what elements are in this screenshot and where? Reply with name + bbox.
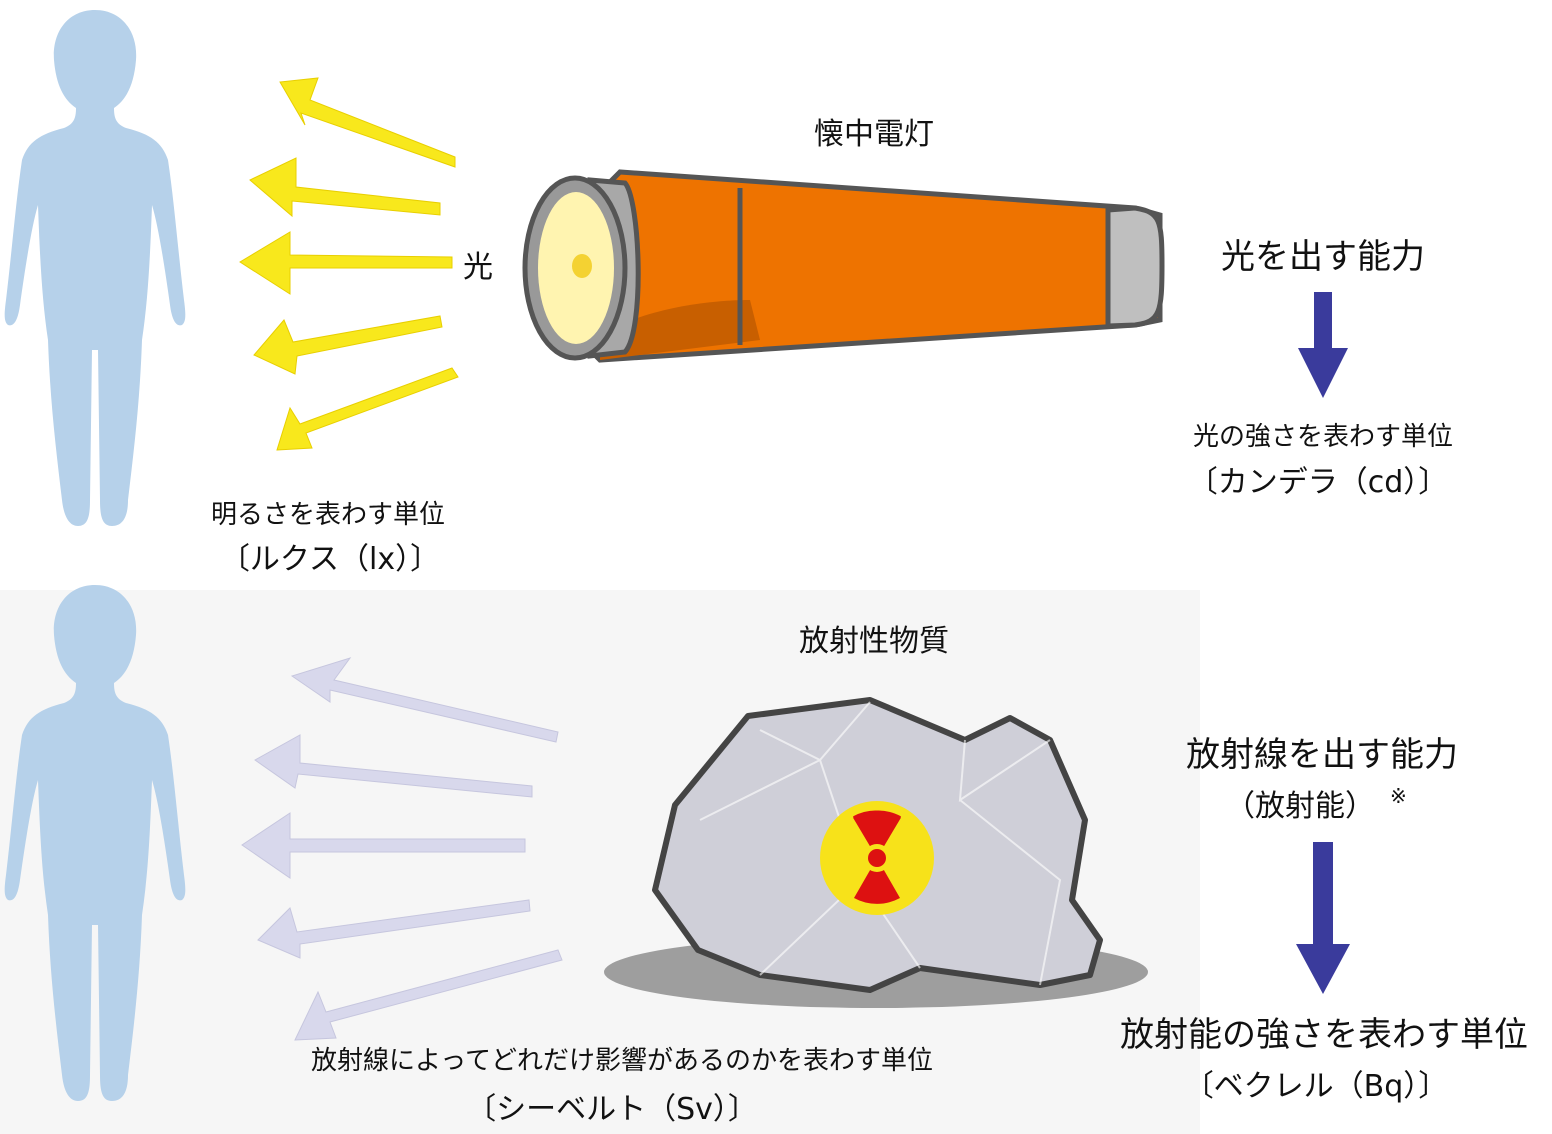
- radioactive-material-label: 放射性物質: [799, 624, 949, 659]
- light-label: 光: [463, 250, 493, 285]
- becquerel-description: 放射能の強さを表わす単位: [1120, 1015, 1528, 1055]
- footnote-mark: ※: [1390, 784, 1407, 808]
- person-silhouette-icon-top: [4, 10, 186, 526]
- sievert-description: 放射線によってどれだけ影響があるのかを表わす単位: [311, 1046, 933, 1076]
- becquerel-unit: 〔ベクレル（Bq）〕: [1183, 1069, 1449, 1104]
- light-ray-arrows: [239, 77, 459, 451]
- radiation-ray-arrows: [241, 657, 563, 1041]
- radioactivity-label: （放射能）: [1225, 789, 1375, 824]
- sievert-unit: 〔シーベルト（Sv）〕: [466, 1092, 758, 1127]
- candela-description: 光の強さを表わす単位: [1192, 422, 1454, 452]
- flashlight-icon: [522, 169, 1165, 363]
- lux-description: 明るさを表わす単位: [210, 500, 446, 530]
- down-arrow-icon-bottom: [1296, 842, 1350, 994]
- flashlight-label: 懐中電灯: [814, 117, 934, 152]
- person-silhouette-icon-bottom: [4, 585, 186, 1101]
- lux-unit: 〔ルクス（lx）〕: [219, 542, 441, 577]
- candela-unit: 〔カンデラ（cd）〕: [1187, 465, 1449, 500]
- light-output-ability: 光を出す能力: [1221, 237, 1425, 277]
- down-arrow-icon-top: [1298, 292, 1348, 398]
- radiation-symbol-icon: [820, 801, 934, 915]
- radiation-output-ability: 放射線を出す能力: [1186, 735, 1458, 775]
